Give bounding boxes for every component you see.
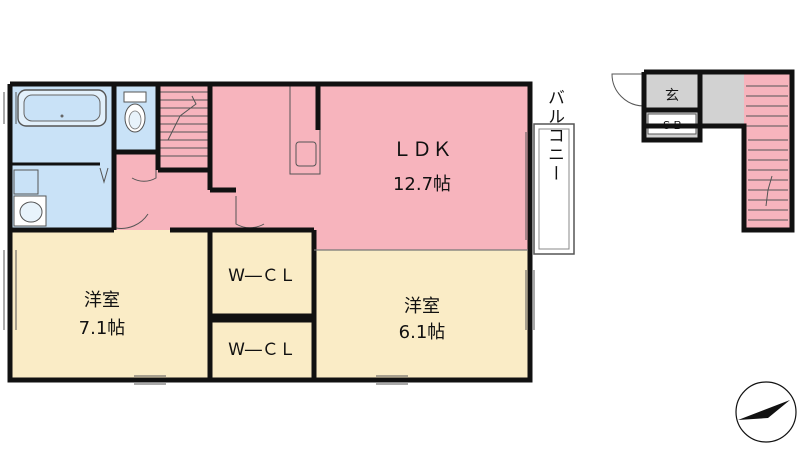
western-left-floor [10, 230, 210, 378]
stairs-lower-floor [744, 72, 790, 230]
western-left-name-label: 洋室 [84, 290, 120, 311]
entrance-hall [700, 72, 744, 124]
ldk-size-label: 12.7帖 [393, 174, 451, 195]
compass-icon [735, 381, 797, 443]
bathtub-icon [17, 89, 107, 127]
stairs-floor-main [158, 86, 208, 166]
towel-bar [99, 167, 109, 184]
western-right-floor [314, 250, 528, 378]
ldk-name-label: ＬＤＫ [392, 137, 452, 161]
entrance-label: 玄 [665, 87, 679, 104]
washer-space [13, 169, 39, 195]
kitchen-counter [289, 85, 321, 175]
wcl-upper-floor [210, 232, 314, 316]
entrance-walls [641, 69, 795, 233]
shoebox-label: ＳＢ [661, 119, 683, 132]
balcony-inner [538, 128, 570, 250]
walls [7, 81, 533, 383]
ldk-floor [210, 84, 528, 250]
balcony-label: バルコニー [544, 89, 564, 184]
western-right-name-label: 洋室 [404, 296, 440, 317]
toilet-icon [123, 91, 147, 133]
balcony [533, 123, 575, 255]
wcl-lower-label: W―ＣＬ [228, 340, 296, 360]
western-right-size-label: 6.1帖 [399, 322, 446, 343]
wcl-upper-label: W―ＣＬ [228, 266, 296, 286]
washbasin-icon [13, 195, 47, 227]
western-left-size-label: 7.1帖 [79, 318, 126, 339]
entrance-door-swing [611, 73, 645, 107]
wcl-lower-floor [210, 318, 314, 378]
kitchen-sink [295, 141, 317, 167]
stairs-main [160, 91, 208, 157]
stairs-lower [746, 85, 788, 221]
